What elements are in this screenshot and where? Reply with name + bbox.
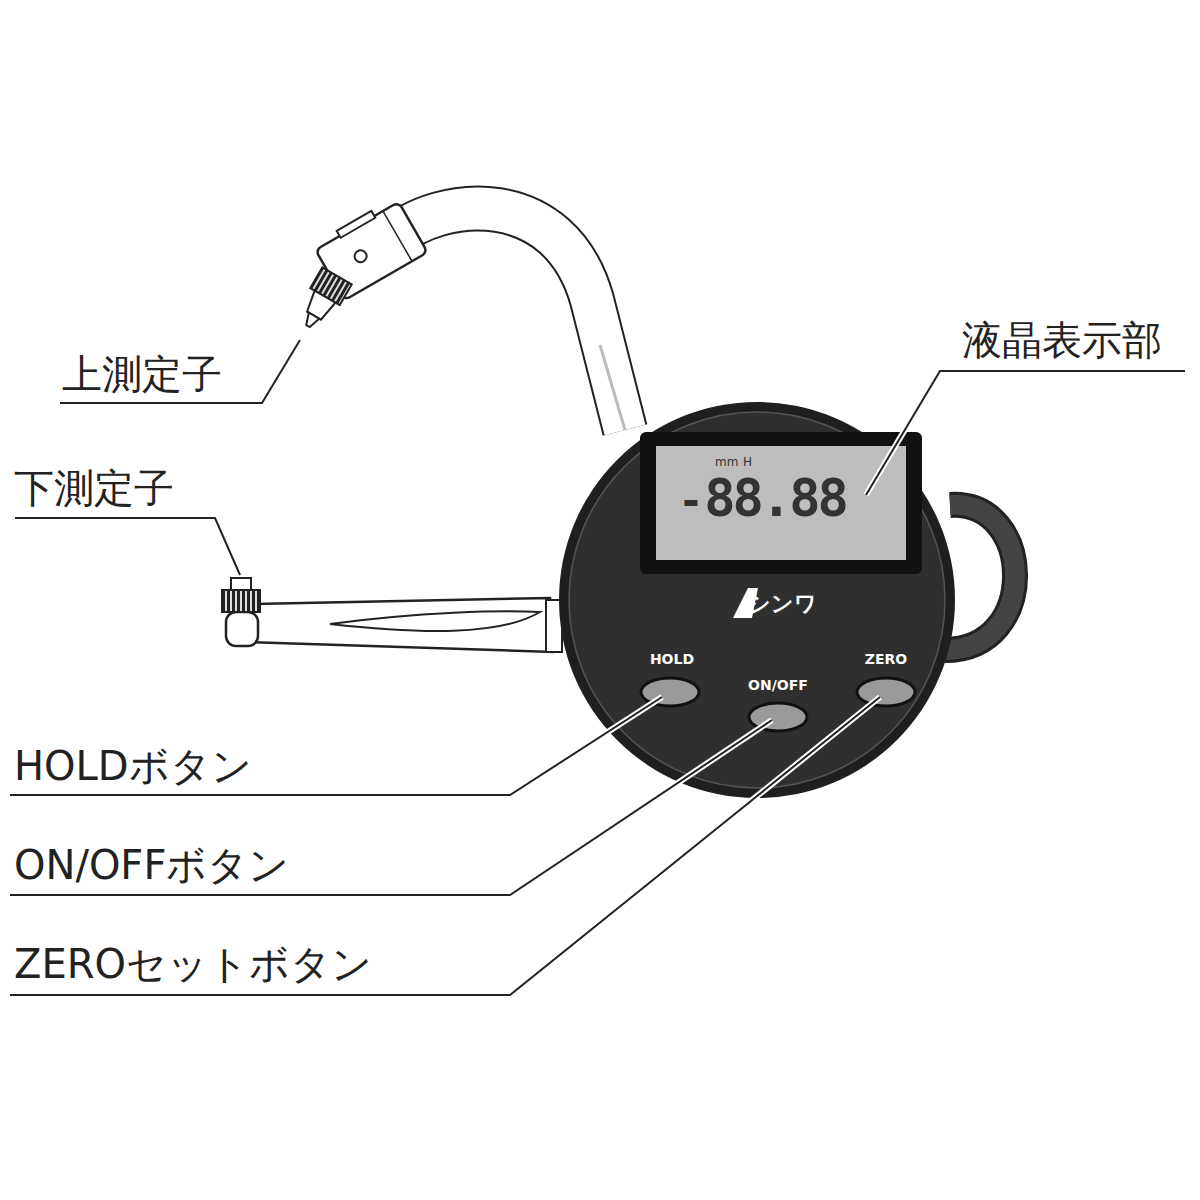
part-label: 上測定子 bbox=[62, 352, 222, 396]
upper-arm-shade bbox=[600, 345, 625, 430]
upper-probe bbox=[293, 267, 351, 334]
dial-housing bbox=[559, 402, 955, 798]
button-label: ON/OFF bbox=[748, 678, 808, 693]
part-label: ON/OFFボタン bbox=[14, 843, 289, 887]
lcd-screen bbox=[656, 446, 906, 560]
lcd-sign: - bbox=[678, 478, 703, 524]
lcd-frame bbox=[640, 432, 922, 574]
zero-button bbox=[857, 678, 915, 706]
rear-bracket-fill bbox=[945, 505, 1015, 650]
part-label: 下測定子 bbox=[14, 466, 174, 510]
button-label: HOLD bbox=[650, 652, 694, 667]
lower-arm bbox=[250, 598, 552, 652]
lcd-digits: 88.88 bbox=[704, 470, 846, 527]
lower-arm-slit bbox=[330, 611, 540, 631]
hold-indicator: H bbox=[743, 456, 752, 469]
lower-probe bbox=[222, 578, 260, 646]
leader-lines bbox=[10, 340, 1185, 995]
upper-arm-outline bbox=[390, 208, 625, 430]
part-label: ZEROセットボタン bbox=[14, 942, 372, 986]
upper-arm bbox=[390, 208, 625, 430]
rear-bracket bbox=[945, 505, 1015, 650]
button-label: ZERO bbox=[865, 652, 907, 667]
part-label: 液晶表示部 bbox=[962, 318, 1162, 362]
part-label: HOLDボタン bbox=[14, 744, 252, 788]
unit-indicator: mm bbox=[715, 456, 738, 469]
brand-logo: シンワ bbox=[748, 592, 817, 616]
